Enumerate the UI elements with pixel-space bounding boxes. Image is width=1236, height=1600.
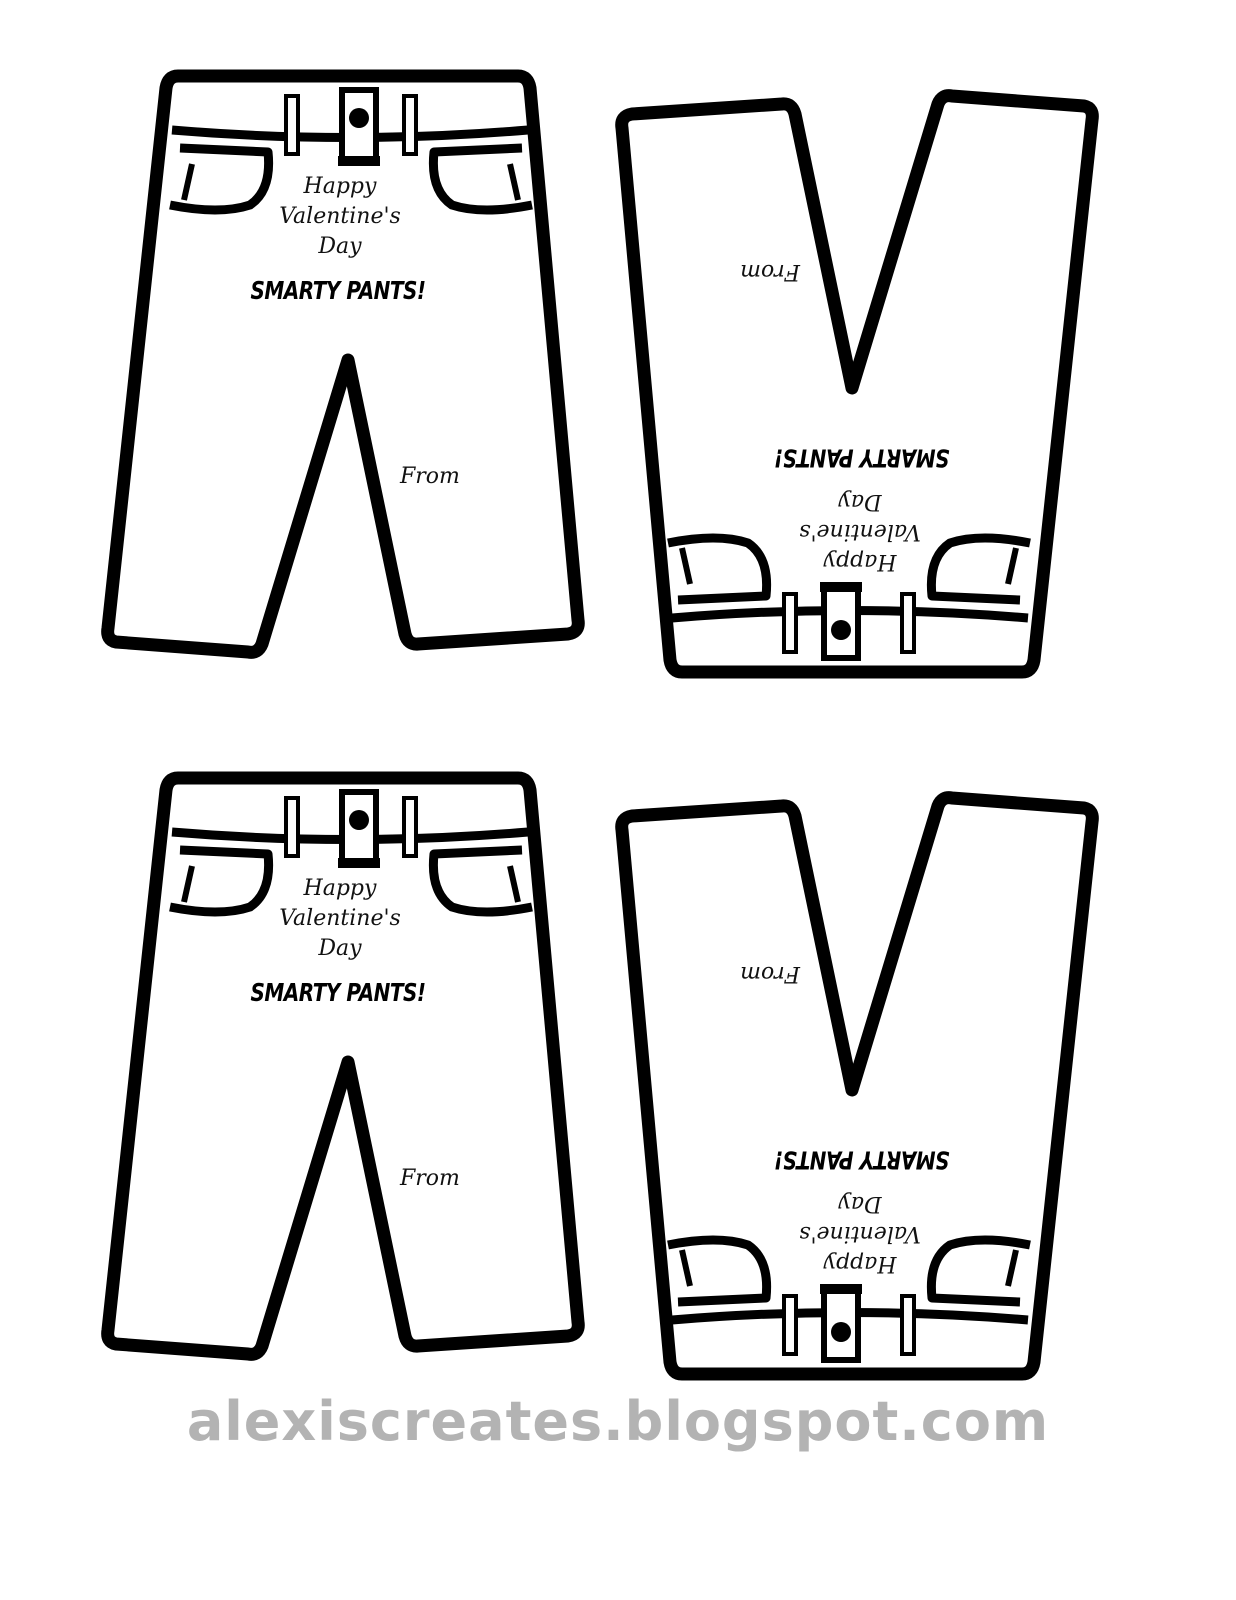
greeting-line: Valentine's	[799, 1221, 921, 1246]
card-text: Happy Valentine's Day SMARTY PANTS! From	[580, 770, 1100, 1390]
greeting: Happy Valentine's Day	[770, 1188, 950, 1278]
from-label: From	[740, 259, 800, 284]
smarty-pants-headline: SMARTY PANTS!	[250, 977, 426, 1007]
pants-outline-icon	[101, 771, 585, 1361]
greeting-line: Valentine's	[279, 204, 401, 229]
pants-card-bottom-right: Happy Valentine's Day SMARTY PANTS! From	[580, 770, 1100, 1390]
pants-card-top-right: Happy Valentine's Day SMARTY PANTS! From	[580, 68, 1100, 688]
greeting-line: Valentine's	[799, 519, 921, 544]
greeting-line: Happy	[303, 174, 377, 199]
greeting-line: Day	[838, 489, 882, 514]
pants-card-top-left: Happy Valentine's Day SMARTY PANTS! From	[100, 60, 620, 680]
website-watermark: alexiscreates.blogspot.com	[186, 1390, 1050, 1453]
greeting-line: Day	[318, 936, 362, 961]
greeting-line: Happy	[303, 876, 377, 901]
card-text: Happy Valentine's Day SMARTY PANTS! From	[100, 60, 620, 680]
smarty-pants-headline: SMARTY PANTS!	[774, 443, 950, 473]
smarty-pants-headline: SMARTY PANTS!	[250, 275, 426, 305]
from-label: From	[400, 1166, 460, 1191]
smarty-pants-headline: SMARTY PANTS!	[774, 1145, 950, 1175]
from-label: From	[400, 464, 460, 489]
pants-outline-icon	[101, 69, 585, 659]
greeting: Happy Valentine's Day	[770, 486, 950, 576]
card-text: Happy Valentine's Day SMARTY PANTS! From	[580, 68, 1100, 688]
greeting: Happy Valentine's Day	[250, 172, 430, 262]
greeting: Happy Valentine's Day	[250, 874, 430, 964]
greeting-line: Day	[318, 234, 362, 259]
card-text: Happy Valentine's Day SMARTY PANTS! From	[100, 762, 620, 1382]
pants-card-bottom-left: Happy Valentine's Day SMARTY PANTS! From	[100, 762, 620, 1382]
from-label: From	[740, 961, 800, 986]
greeting-line: Valentine's	[279, 906, 401, 931]
pants-outline-icon	[615, 89, 1099, 679]
greeting-line: Happy	[823, 549, 897, 574]
greeting-line: Day	[838, 1191, 882, 1216]
pants-outline-icon	[615, 791, 1099, 1381]
greeting-line: Happy	[823, 1251, 897, 1276]
